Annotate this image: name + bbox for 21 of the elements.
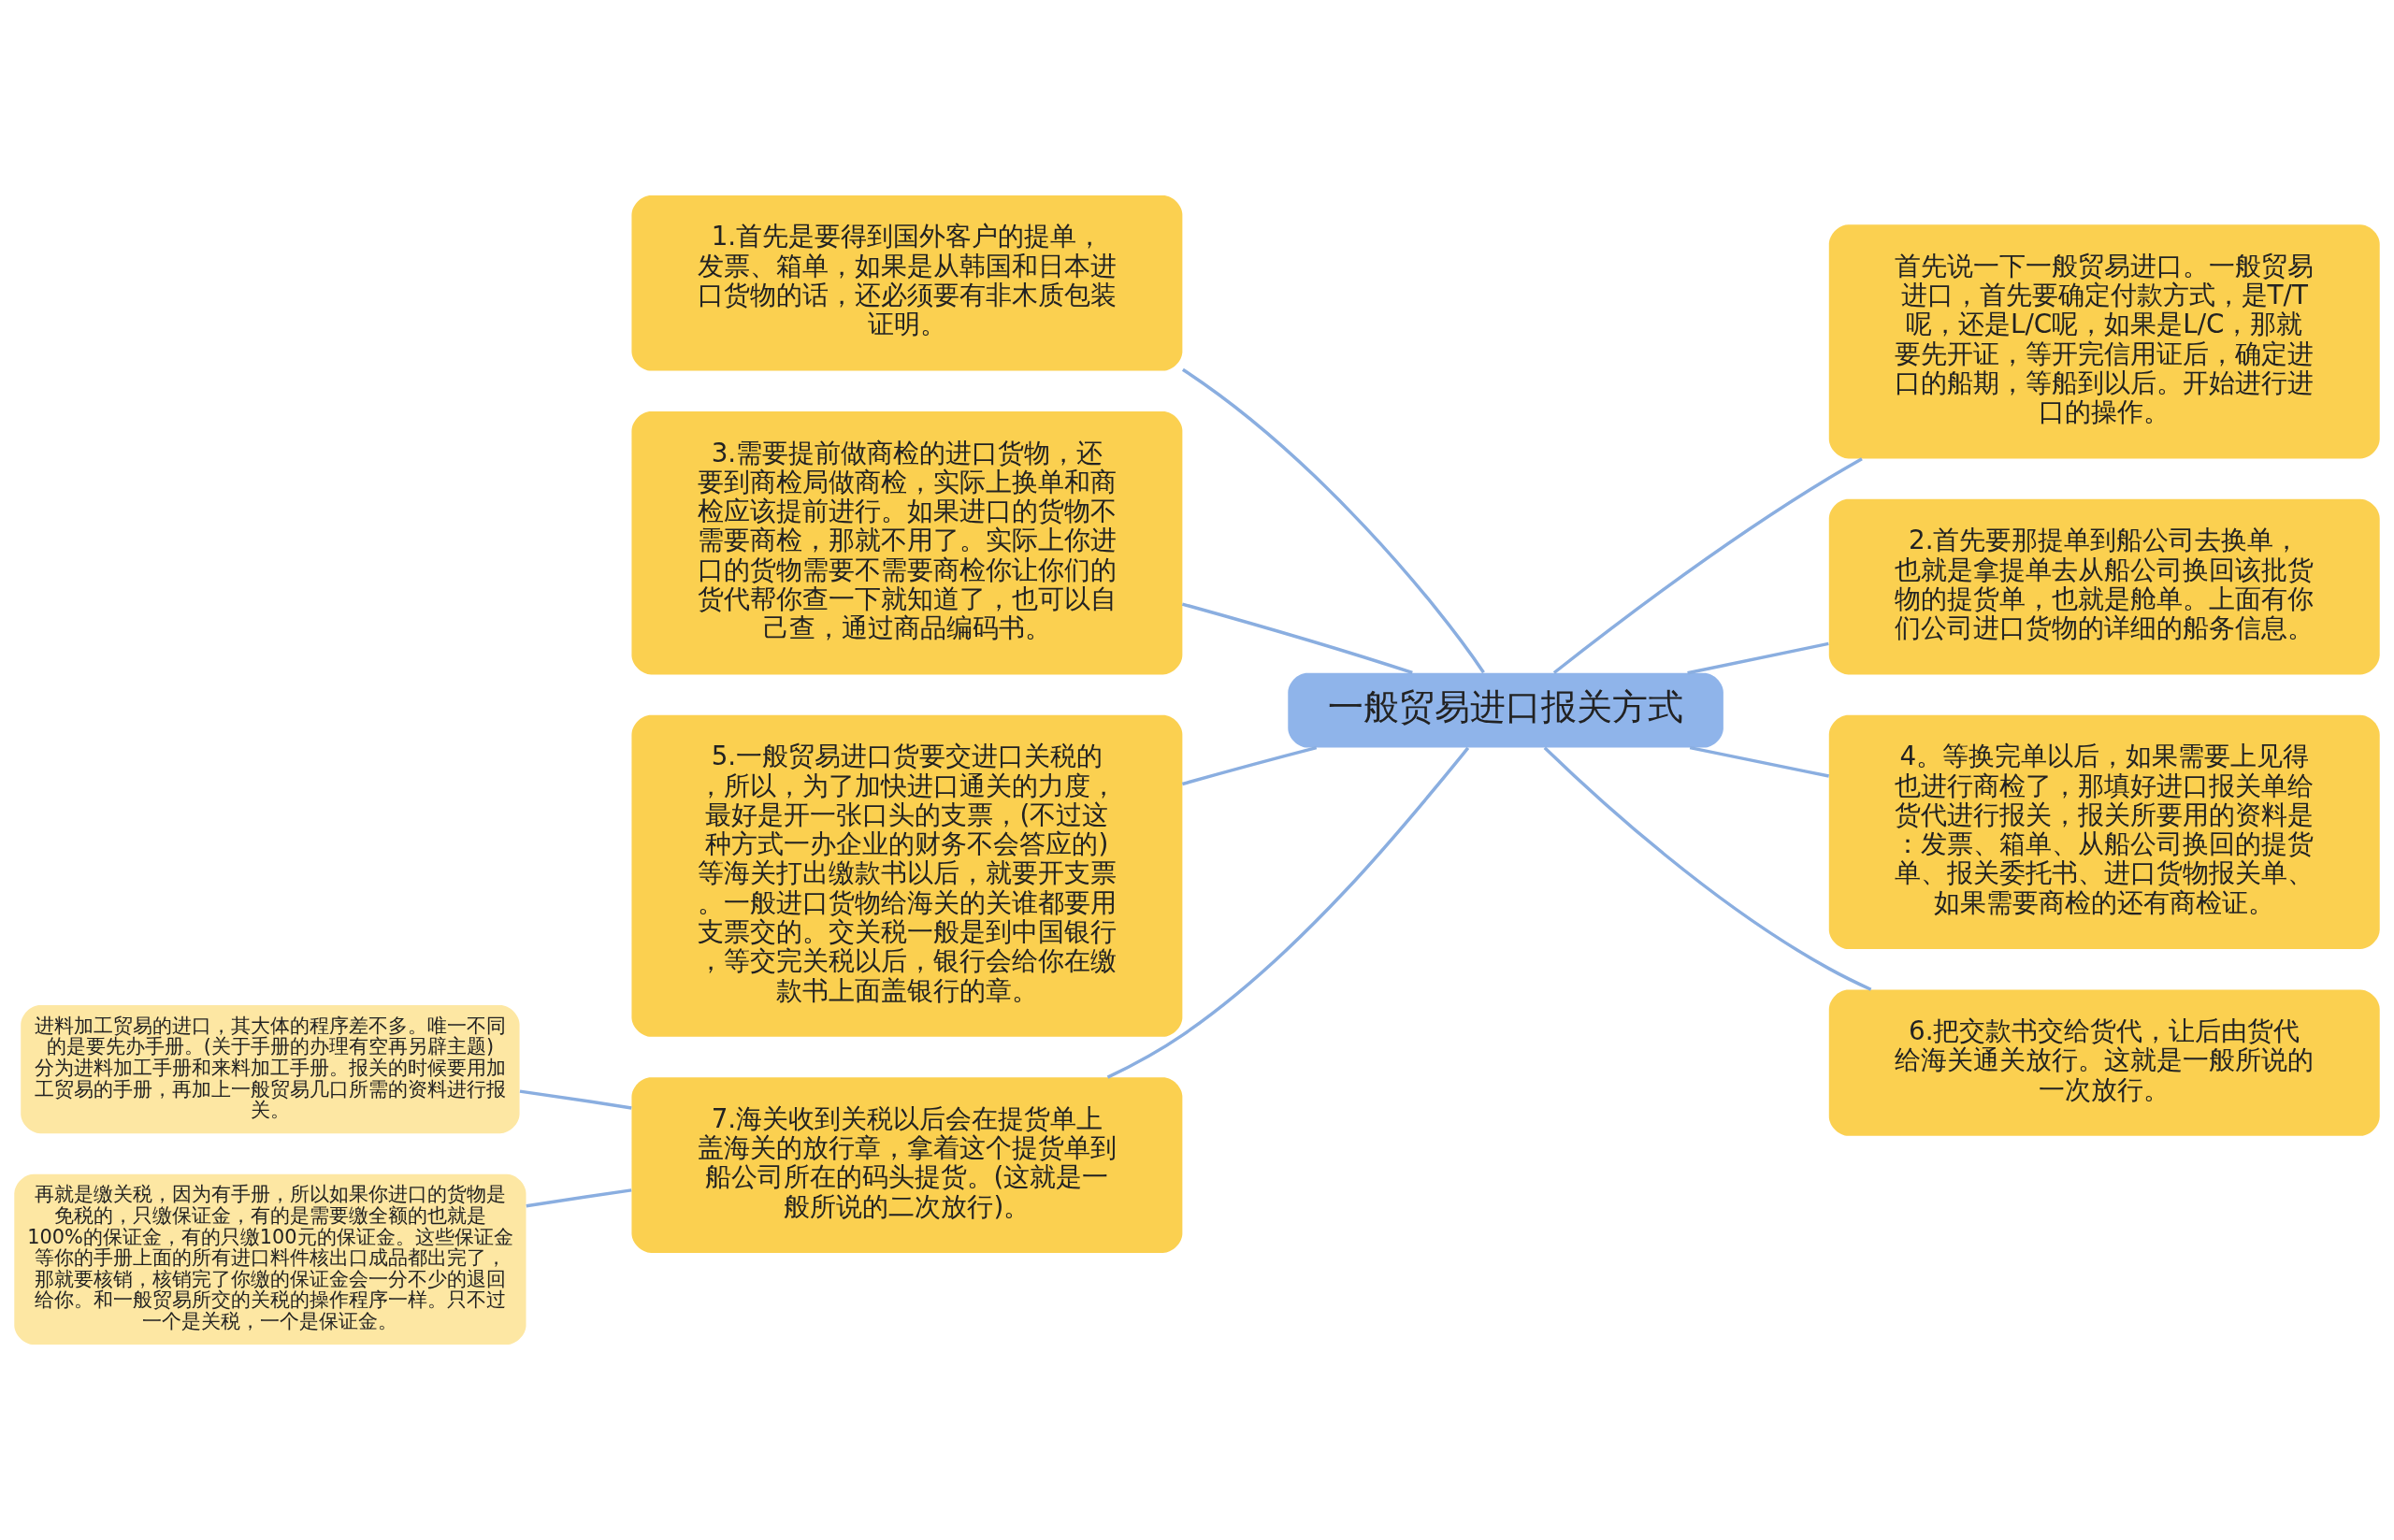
node-box: 3.需要提前做商检的进口货物，还要到商检局做商检，实际上换单和商检应该提前进行。如果进口的货物不需要商检，那就不用了。实际上你进口的货物需要不需要商检你让你们的货代帮你查一下就知道了，也可以自己查，通过商品编码书。 <box>631 411 1183 675</box>
connector <box>1689 745 1830 778</box>
node-box: 首先说一下一般贸易进口。一般贸易进口，首先要确定付款方式，是T/T呢，还是L/C呢，如果是L/C，那就要先开证，等开完信用证后，确定进口的船期，等船到以后。开始进行进口的操作。 <box>1828 224 2380 459</box>
connector <box>1106 746 1470 1079</box>
node-box: 4。等换完单以后，如果需要上见得也进行商检了，那填好进口报关单给货代进行报关，报关所要用的资料是：发票、箱单、从船公司换回的提货单、报关委托书、进口货物报关单、如果需要商检的还有商检证。 <box>1828 714 2380 950</box>
node-box: 再就是缴关税，因为有手册，所以如果你进口的货物是免税的，只缴保证金，有的是需要缴全额的也就是100%的保证金，有的只缴100元的保证金。这些保证金等你的手册上面的所有进口料件核出口成品都出完了，那就要核销，核销完了你缴的保证金会一分不少的退回给你。和一般贸易所交的关税的操作程序一样。只不过一个是关税，一个是保证金。 <box>14 1173 526 1346</box>
connector <box>1552 457 1863 674</box>
connector <box>526 1188 632 1208</box>
connector <box>1181 367 1485 674</box>
connector <box>1181 745 1318 786</box>
node-box: 1.首先是要得到国外客户的提单，发票、箱单，如果是从韩国和日本进口货物的话，还必须要有非木质包装证明。 <box>631 194 1183 371</box>
connector <box>1181 602 1413 675</box>
connector <box>519 1089 632 1110</box>
node-box: 进料加工贸易的进口，其大体的程序差不多。唯一不同的是要先办手册。(关于手册的办理有空再另辟主题)分为进料加工手册和来料加工手册。报关的时候要用加工贸易的手册，再加上一般贸易几口所需的资料进行报关。 <box>21 1004 520 1134</box>
node-box: 7.海关收到关税以后会在提货单上盖海关的放行章，拿着这个提货单到船公司所在的码头提货。(这就是一般所说的二次放行)。 <box>631 1077 1183 1253</box>
connector <box>1687 641 1829 675</box>
node-box: 5.一般贸易进口货要交进口关税的，所以，为了加快进口通关的力度，最好是开一张口头的支票，(不过这种方式一办企业的财务不会答应的)等海关打出缴款书以后，就要开支票。一般进口货物给海关的关谁都要用支票交的。交关税一般是到中国银行，等交完关税以后，银行会给你在缴款书上面盖银行的章。 <box>631 714 1183 1037</box>
node-box: 一般贸易进口报关方式 <box>1288 672 1723 748</box>
node-box: 2.首先要那提单到船公司去换单，也就是拿提单去从船公司换回该批货物的提货单，也就是舱单。上面有你们公司进口货物的详细的船务信息。 <box>1828 498 2380 675</box>
connector <box>1543 746 1872 991</box>
node-box: 6.把交款书交给货代，让后由货代给海关通关放行。这就是一般所说的一次放行。 <box>1828 989 2380 1136</box>
